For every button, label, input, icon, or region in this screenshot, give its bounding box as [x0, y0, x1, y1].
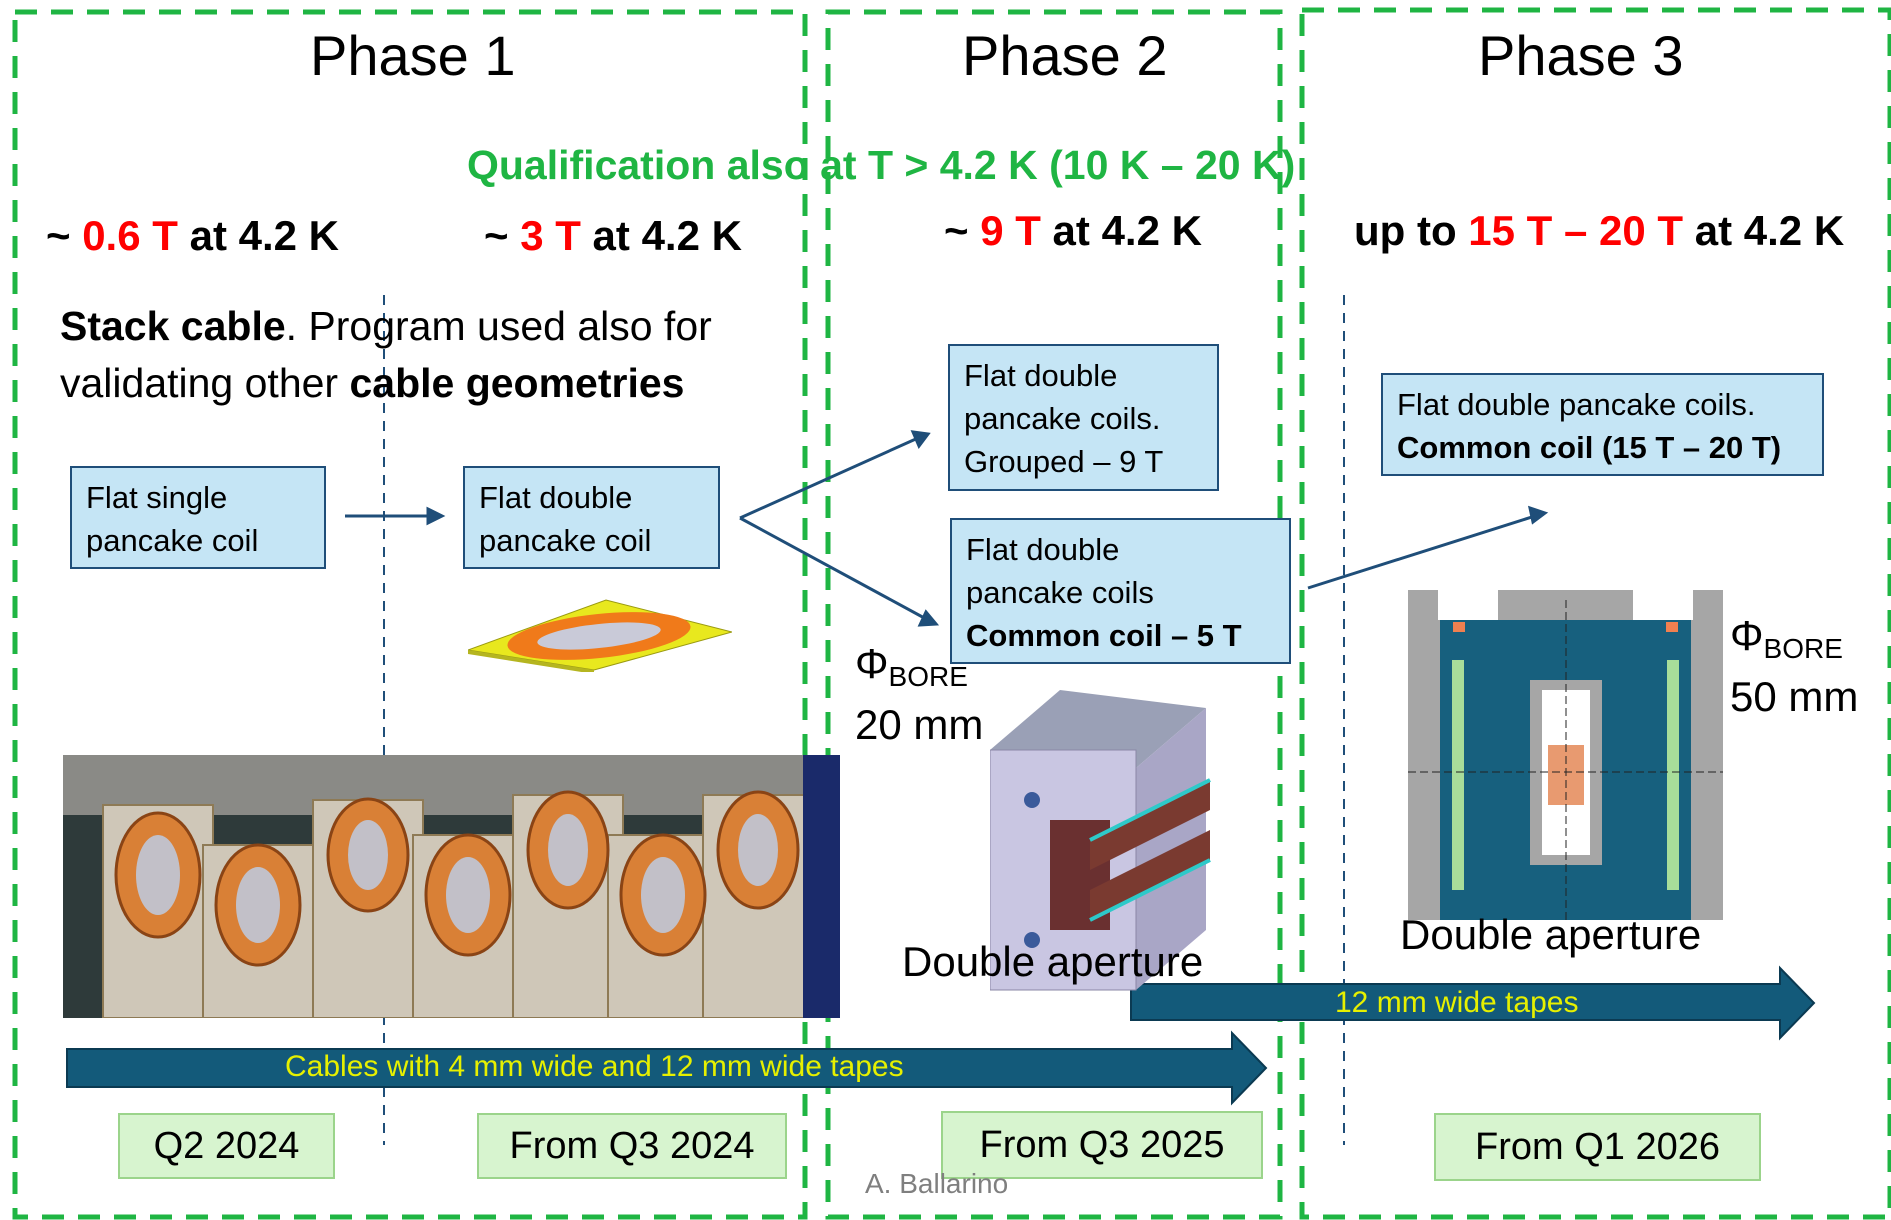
- field-value: 15 T – 20 T: [1468, 207, 1684, 254]
- stack-plain-2: validating other: [60, 360, 350, 406]
- bore-subscript: BORE: [1763, 633, 1843, 664]
- box-flat-single: Flat single pancake coil: [70, 466, 326, 569]
- field-value: 9 T: [980, 207, 1041, 254]
- author-label: A. Ballarino: [865, 1168, 1009, 1199]
- coils-photo: [63, 755, 840, 1018]
- field-phase1a: ~ 0.6 T at 4.2 K: [46, 212, 339, 260]
- field-value: 3 T: [520, 212, 581, 259]
- phi-symbol: Φ: [855, 640, 889, 687]
- phase-1-title: Phase 1: [310, 24, 516, 87]
- tape-arrow-short: [1130, 965, 1816, 1041]
- box-line: pancake coil: [86, 523, 259, 558]
- field-prefix: up to: [1354, 207, 1469, 254]
- stack-bold-2: cable geometries: [349, 360, 685, 406]
- field-phase2: ~ 9 T at 4.2 K: [944, 207, 1202, 255]
- tape-label-long: Cables with 4 mm wide and 12 mm wide tap…: [285, 1050, 904, 1083]
- date-box-1: Q2 2024: [118, 1113, 335, 1179]
- field-suffix: at 4.2 K: [580, 212, 742, 259]
- aperture-label-phase3: Double aperture: [1400, 911, 1702, 958]
- aperture-label-phase2: Double aperture: [902, 938, 1204, 985]
- bore-label-phase3: ΦBORE 50 mm: [1730, 612, 1858, 721]
- box-line: Flat double: [964, 358, 1118, 393]
- bore-subscript: BORE: [888, 661, 968, 692]
- box-common-15t: Flat double pancake coils. Common coil (…: [1381, 373, 1824, 476]
- box-line: pancake coils: [966, 575, 1154, 610]
- box-line: Grouped – 9 T: [964, 444, 1164, 479]
- box-line: Flat double: [966, 532, 1120, 567]
- field-value: 0.6 T: [82, 212, 178, 259]
- tape-label-short: 12 mm wide tapes: [1335, 986, 1579, 1019]
- bore-label-phase2: ΦBORE 20 mm: [855, 640, 983, 749]
- field-prefix: ~: [944, 207, 981, 254]
- box-flat-double: Flat double pancake coil: [463, 466, 720, 569]
- field-prefix: ~: [484, 212, 521, 259]
- phase-3-title: Phase 3: [1478, 24, 1684, 87]
- pancake-coil-render: [468, 599, 732, 672]
- date-box-3: From Q3 2025: [941, 1111, 1263, 1179]
- magnet-render-phase2: [990, 690, 1211, 991]
- box-line: Common coil – 5 T: [966, 618, 1242, 653]
- box-grouped: Flat double pancake coils. Grouped – 9 T: [948, 344, 1219, 491]
- box-line: Flat single: [86, 480, 228, 515]
- phi-symbol: Φ: [1730, 612, 1764, 659]
- field-phase3: up to 15 T – 20 T at 4.2 K: [1354, 207, 1844, 255]
- box-line: pancake coils.: [964, 401, 1161, 436]
- bore-size: 20 mm: [855, 701, 984, 748]
- stack-bold-1: Stack cable: [60, 303, 286, 349]
- magnet-cross-section-phase3: [1408, 590, 1723, 920]
- field-suffix: at 4.2 K: [177, 212, 339, 259]
- tape-arrow-long: [66, 1030, 1268, 1106]
- box-common-5t: Flat double pancake coils Common coil – …: [950, 518, 1291, 664]
- field-suffix: at 4.2 K: [1040, 207, 1202, 254]
- box-line: Flat double pancake coils.: [1397, 387, 1756, 422]
- date-box-2: From Q3 2024: [477, 1113, 787, 1179]
- field-prefix: ~: [46, 212, 83, 259]
- stack-cable-text: Stack cable. Program used also for valid…: [60, 298, 712, 412]
- box-line: pancake coil: [479, 523, 652, 558]
- field-suffix: at 4.2 K: [1683, 207, 1845, 254]
- bore-size: 50 mm: [1730, 673, 1859, 720]
- phase-2-title: Phase 2: [962, 24, 1168, 87]
- box-line: Flat double: [479, 480, 633, 515]
- box-line: Common coil (15 T – 20 T): [1397, 430, 1782, 465]
- field-phase1b: ~ 3 T at 4.2 K: [484, 212, 742, 260]
- date-box-4: From Q1 2026: [1434, 1113, 1761, 1181]
- qualification-note: Qualification also at T > 4.2 K (10 K – …: [467, 142, 1296, 188]
- stack-plain-1: . Program used also for: [285, 303, 712, 349]
